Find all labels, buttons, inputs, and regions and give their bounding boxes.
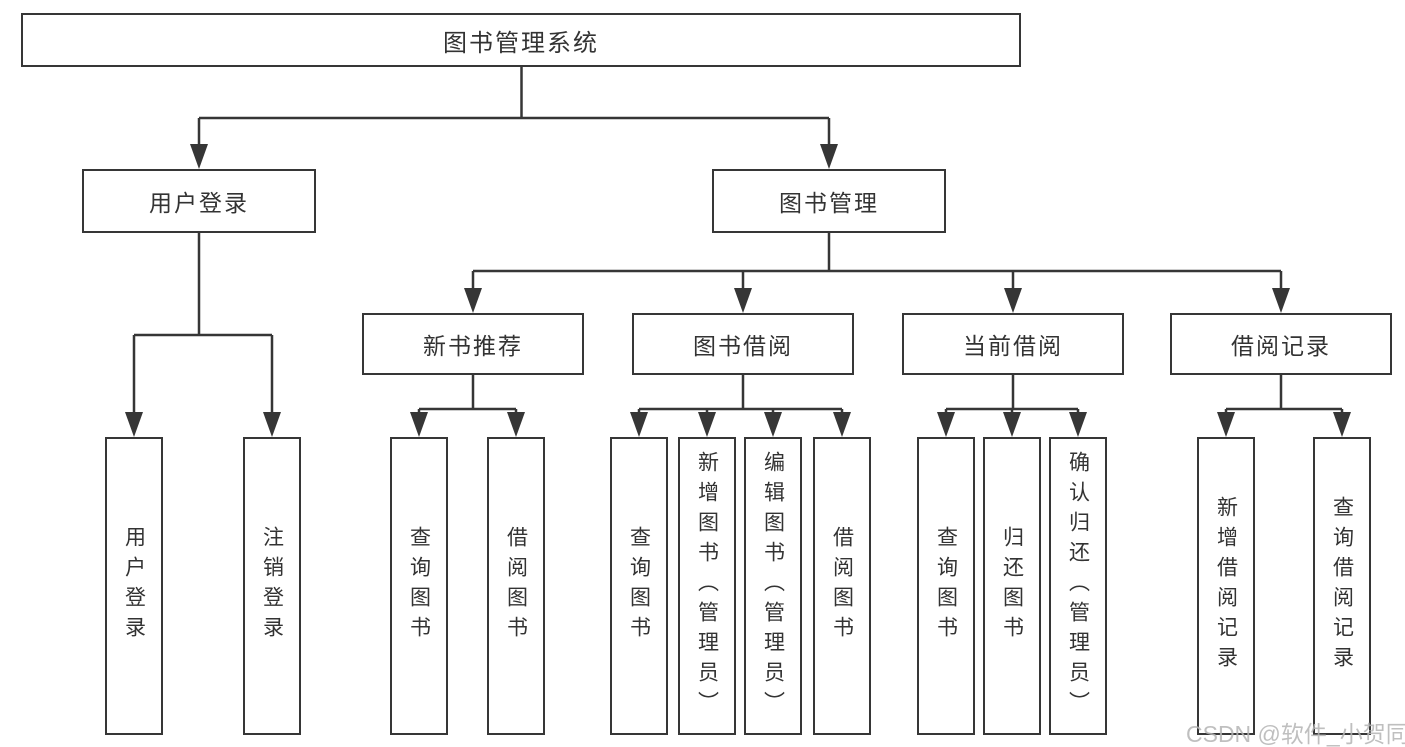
- leaf-br-add-borrow-record: 新增借阅记录: [1197, 437, 1255, 735]
- arrowhead: [833, 412, 851, 437]
- edge-book-management-to-level3: [464, 233, 1290, 313]
- arrowhead: [1069, 412, 1087, 437]
- edge-borrowing-records-to-leaves: [1217, 375, 1351, 437]
- leaf-logout: 注销登录: [243, 437, 301, 735]
- arrowhead: [125, 412, 143, 437]
- leaf-nb-query-books: 查询图书: [390, 437, 448, 735]
- edge-root-to-level2: [190, 67, 838, 169]
- arrowhead: [263, 412, 281, 437]
- arrowhead: [1004, 288, 1022, 313]
- leaf-bb-edit-books-admin: 编辑图书（管理员）: [744, 437, 802, 735]
- arrowhead: [630, 412, 648, 437]
- leaf-cb-query-books: 查询图书: [917, 437, 975, 735]
- node-borrowing-records: 借阅记录: [1170, 313, 1392, 375]
- arrowhead: [1003, 412, 1021, 437]
- edge-user-login-to-leaves: [125, 233, 281, 437]
- leaf-user-login: 用户登录: [105, 437, 163, 735]
- arrowhead: [937, 412, 955, 437]
- node-user-login: 用户登录: [82, 169, 316, 233]
- leaf-cb-return-books: 归还图书: [983, 437, 1041, 735]
- arrowhead: [464, 288, 482, 313]
- leaf-cb-confirm-return-admin: 确认归还（管理员）: [1049, 437, 1107, 735]
- arrowhead: [734, 288, 752, 313]
- leaf-bb-add-books-admin: 新增图书（管理员）: [678, 437, 736, 735]
- edge-new-book-recommendation-to-leaves: [410, 375, 525, 437]
- node-book-borrowing: 图书借阅: [632, 313, 854, 375]
- edge-book-borrowing-to-leaves: [630, 375, 851, 437]
- leaf-bb-borrow-books: 借阅图书: [813, 437, 871, 735]
- arrowhead: [507, 412, 525, 437]
- leaf-br-query-borrow-record: 查询借阅记录: [1313, 437, 1371, 735]
- node-library-management-system: 图书管理系统: [21, 13, 1021, 67]
- node-book-management: 图书管理: [712, 169, 946, 233]
- arrowhead: [1333, 412, 1351, 437]
- csdn-watermark: CSDN @软件_小贺同学: [1186, 721, 1405, 747]
- leaf-bb-query-books: 查询图书: [610, 437, 668, 735]
- leaf-nb-borrow-books: 借阅图书: [487, 437, 545, 735]
- arrowhead: [1272, 288, 1290, 313]
- node-current-borrowing: 当前借阅: [902, 313, 1124, 375]
- arrowhead: [410, 412, 428, 437]
- edge-current-borrowing-to-leaves: [937, 375, 1087, 437]
- arrowhead: [1217, 412, 1235, 437]
- node-new-book-recommendation: 新书推荐: [362, 313, 584, 375]
- arrowhead: [764, 412, 782, 437]
- arrowhead: [820, 144, 838, 169]
- arrowhead: [698, 412, 716, 437]
- arrowhead: [190, 144, 208, 169]
